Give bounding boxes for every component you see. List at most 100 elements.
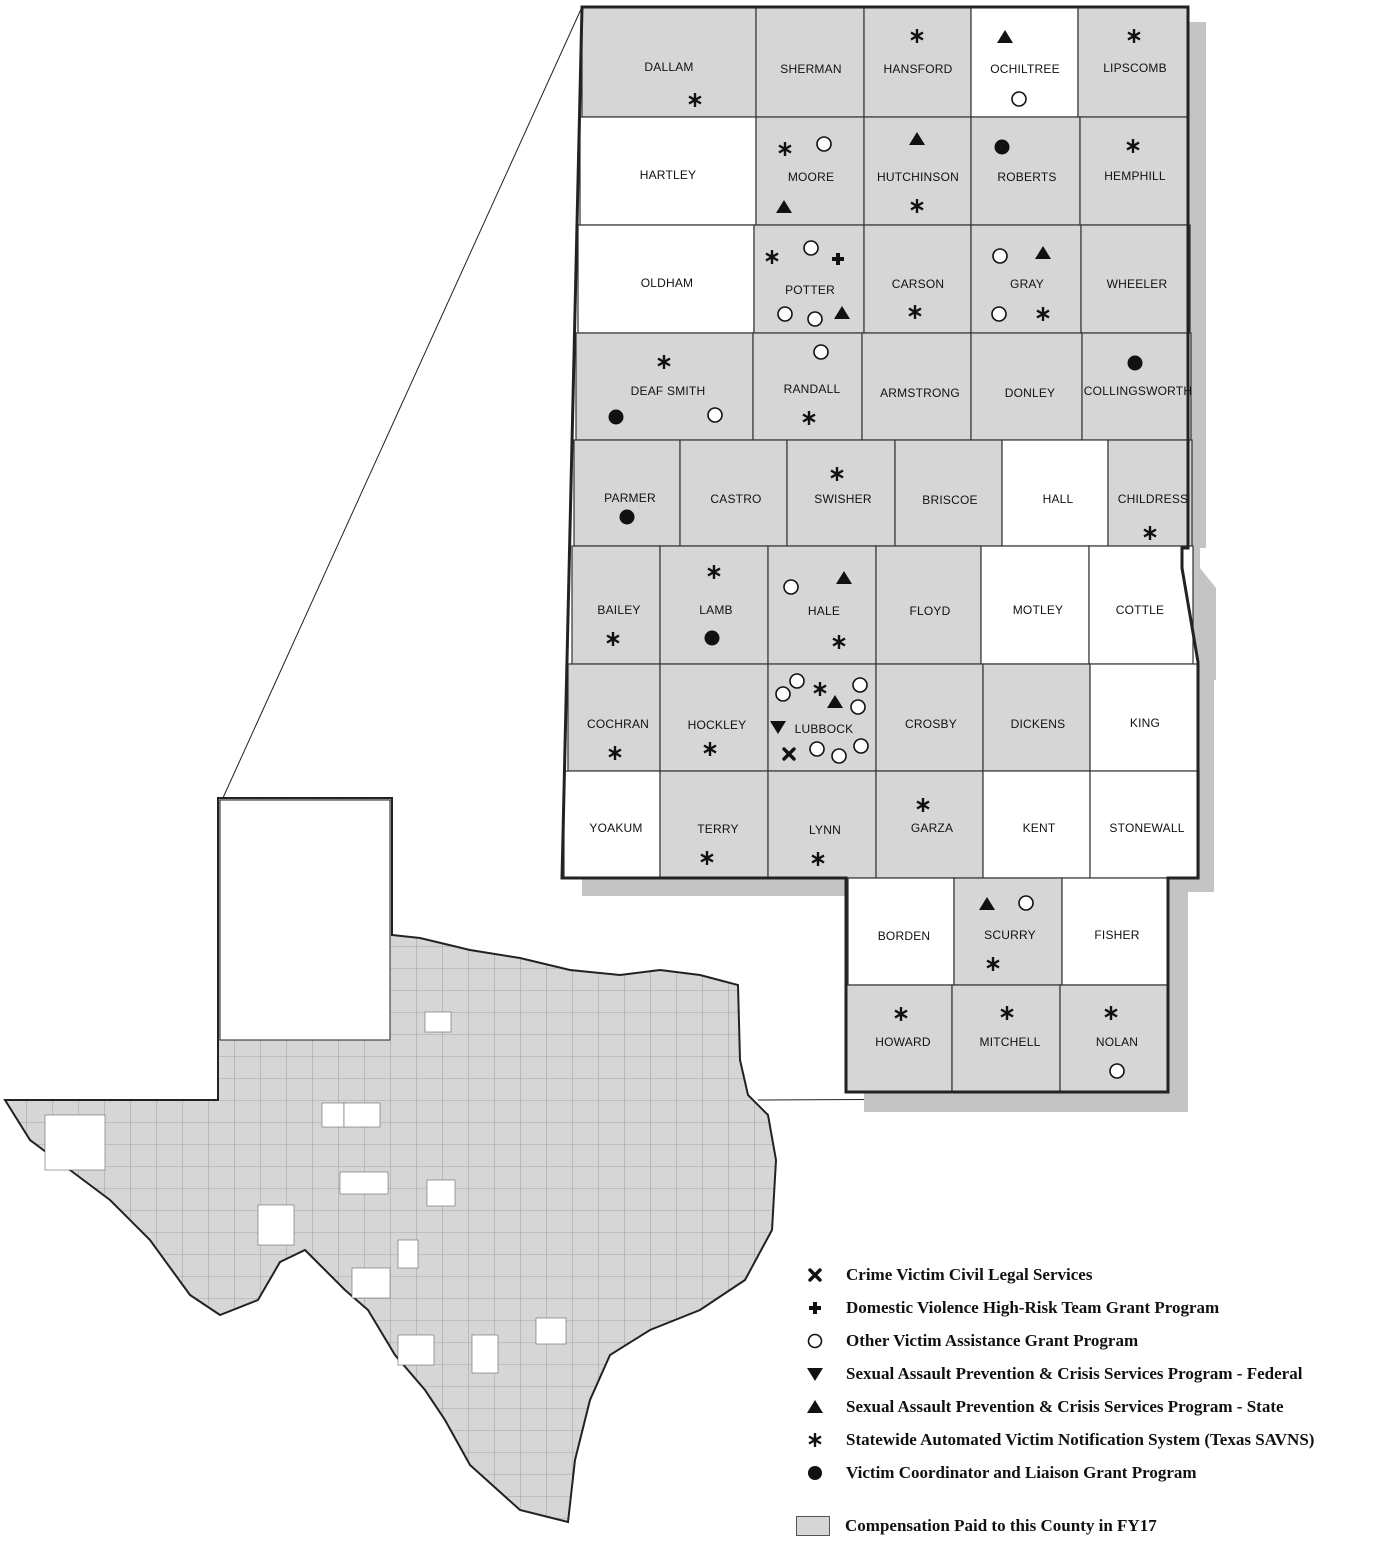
county-label-lubbock: LUBBOCK [795,722,854,736]
county-floyd [875,545,982,665]
legend-label: Statewide Automated Victim Notification … [846,1429,1315,1449]
county-oldham [577,224,755,334]
open-circle-icon [1011,91,1027,107]
county-label-hale: HALE [808,604,840,618]
county-symbols-nolan [1104,1006,1125,1079]
county-hansford [863,6,972,118]
filled-circle-icon [704,630,720,646]
county-label-hutchinson: HUTCHINSON [877,170,959,184]
county-symbols-gray [991,246,1051,322]
county-symbols-terry [700,851,714,865]
county-scurry [953,877,1063,986]
county-howard [845,984,953,1093]
county-hartley [579,116,757,226]
county-label-lamb: LAMB [699,603,732,617]
up-triangle-icon [1035,246,1051,259]
asterisk-icon [832,635,846,649]
county-label-crosby: CROSBY [905,717,957,731]
open-circle-icon [809,741,825,757]
county-label-king: KING [1130,716,1160,730]
county-crosby [875,663,984,772]
county-symbols-lubbock [770,673,869,764]
county-parmer [573,439,681,547]
legend-label: Crime Victim Civil Legal Services [846,1264,1093,1284]
county-symbols-moore [776,136,832,213]
county-label-howard: HOWARD [875,1035,931,1049]
asterisk-icon [910,29,924,43]
open-circle-icon [802,1331,828,1351]
asterisk-icon [811,852,825,866]
legend-item-dvhrt: Domestic Violence High-Risk Team Grant P… [800,1291,1375,1324]
county-label-roberts: ROBERTS [997,170,1056,184]
county-symbols-lamb [704,565,721,646]
texas-overview-map [3,797,778,1524]
county-grid [563,6,1200,1093]
county-carson [863,224,972,334]
county-label-swisher: SWISHER [814,492,872,506]
county-motley [980,545,1090,665]
county-label-wheeler: WHEELER [1107,277,1168,291]
county-label-donley: DONLEY [1005,386,1056,400]
county-symbols-parmer [619,509,635,525]
up-triangle-icon [776,200,792,213]
asterisk-icon [802,411,816,425]
county-label-lynn: LYNN [809,823,841,837]
asterisk-icon [778,142,792,156]
asterisk-icon [830,467,844,481]
asterisk-icon [700,851,714,865]
county-label-hockley: HOCKLEY [688,718,747,732]
open-circle-icon [789,673,805,689]
asterisk-icon [813,682,827,696]
x-icon [782,747,796,761]
asterisk-icon [765,250,779,264]
county-label-bailey: BAILEY [597,603,640,617]
county-label-oldham: OLDHAM [641,276,694,290]
county-symbols-hockley [703,742,717,756]
county-donley [970,332,1083,441]
county-terry [659,770,769,879]
panhandle-outline [560,5,1200,1094]
open-circle-icon [853,738,869,754]
open-circle-icon [783,579,799,595]
county-label-castro: CASTRO [710,492,761,506]
asterisk-icon [916,798,930,812]
county-label-floyd: FLOYD [909,604,950,618]
filled-circle-icon [802,1463,828,1483]
county-label-motley: MOTLEY [1013,603,1064,617]
county-garza [875,770,984,879]
legend-item-sapcs-state: Sexual Assault Prevention & Crisis Servi… [800,1390,1375,1423]
county-symbols-swisher [830,467,844,481]
county-label-sherman: SHERMAN [780,62,841,76]
program-symbols [606,29,1157,1079]
x-icon [802,1265,828,1285]
asterisk-icon [606,632,620,646]
county-swisher [786,439,896,547]
asterisk-icon [1000,1006,1014,1020]
county-symbols-hansford [910,29,924,43]
county-label-mitchell: MITCHELL [980,1035,1041,1049]
county-symbols-collingsworth [1127,355,1143,371]
county-armstrong [861,332,972,441]
county-symbols-howard [894,1007,908,1021]
up-triangle-icon [997,30,1013,43]
open-circle-icon [803,240,819,256]
asterisk-icon [608,746,622,760]
asterisk-icon [1127,29,1141,43]
asterisk-icon [657,355,671,369]
county-label-randall: RANDALL [784,382,841,396]
county-label-cochran: COCHRAN [587,717,649,731]
county-label-collingsworth: COLLINGSWORTH [1084,384,1192,398]
county-label-hemphill: HEMPHILL [1104,169,1166,183]
county-symbols-hemphill [1126,139,1140,153]
up-triangle-icon [802,1397,828,1417]
open-circle-icon [991,306,1007,322]
open-circle-icon [852,677,868,693]
county-label-kent: KENT [1023,821,1056,835]
county-roberts [970,116,1081,226]
county-symbols-ochiltree [997,30,1027,107]
county-label-deaf-smith: DEAF SMITH [631,384,706,398]
county-castro [679,439,788,547]
county-symbols-bailey [606,632,620,646]
legend-label: Domestic Violence High-Risk Team Grant P… [846,1297,1220,1317]
